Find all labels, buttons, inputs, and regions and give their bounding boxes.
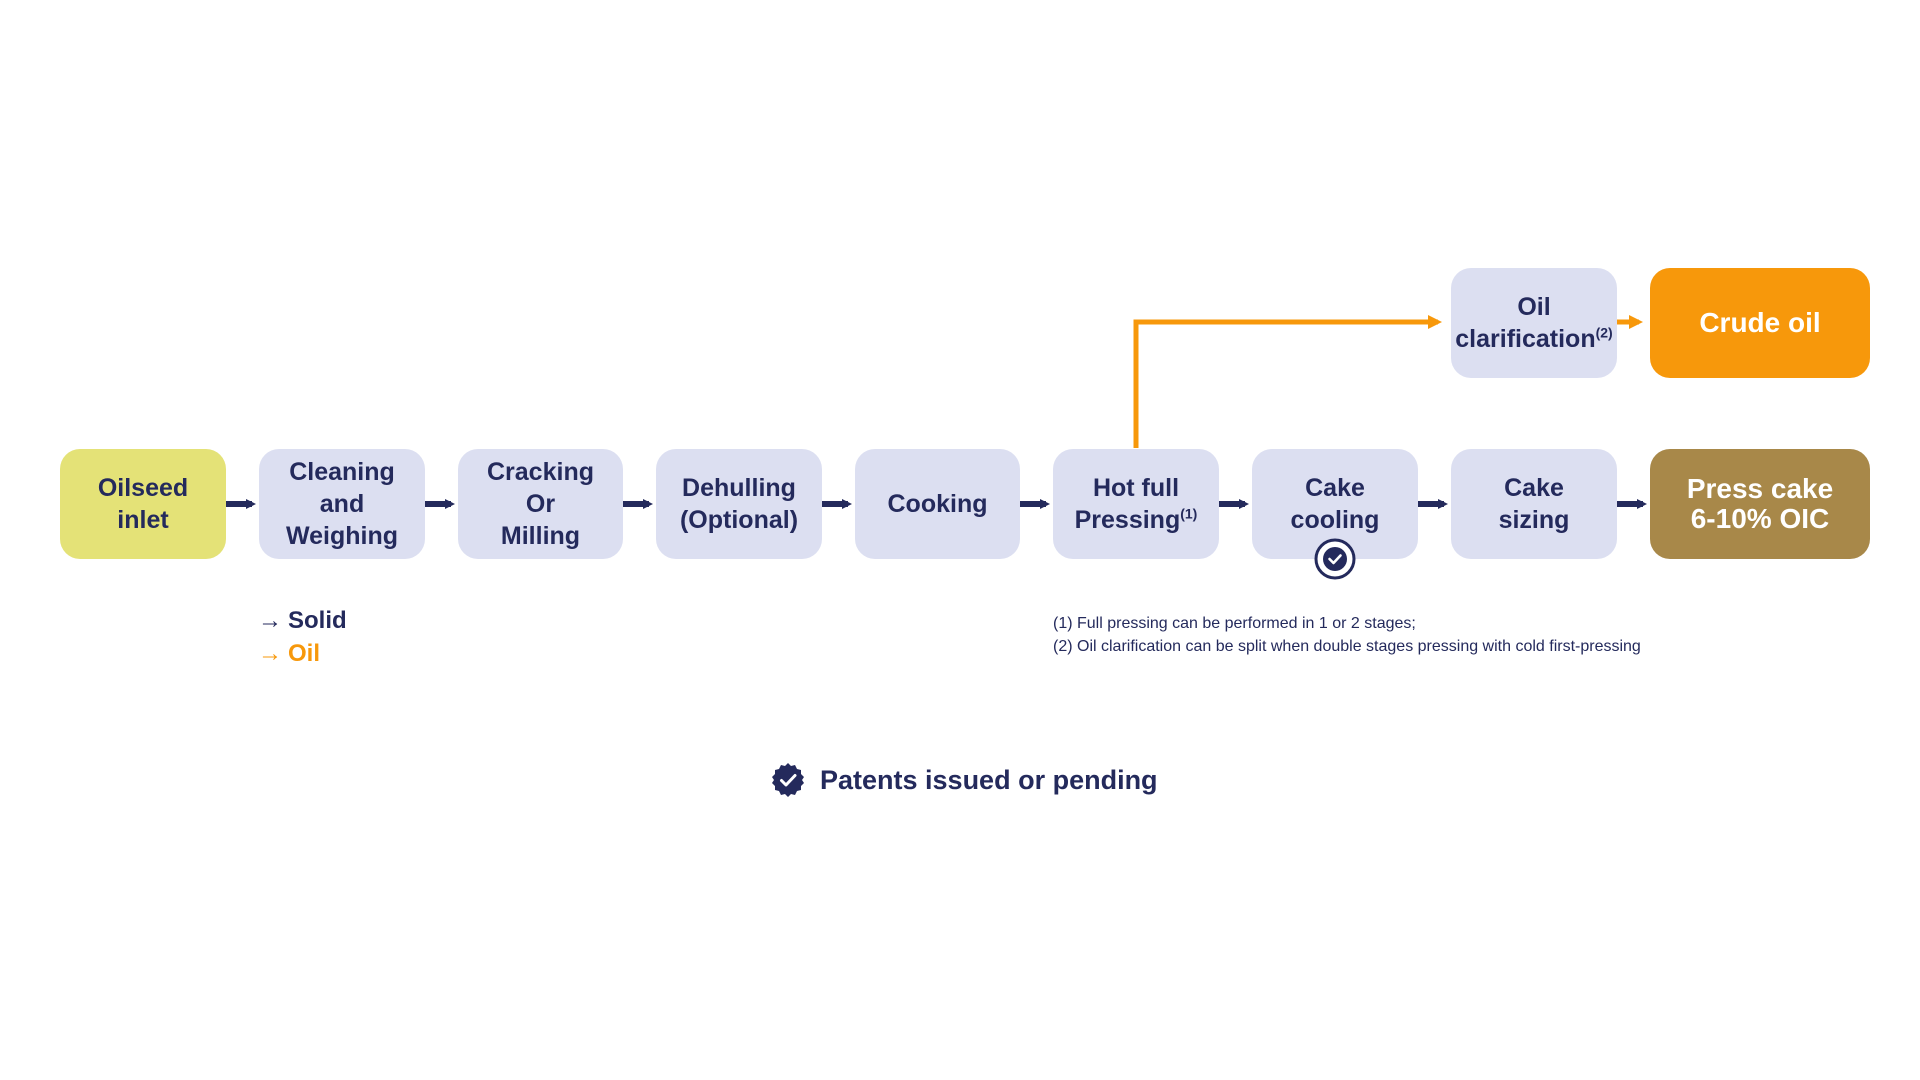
- node-label: Cracking Or Milling: [487, 458, 594, 550]
- arrow-right-icon: →: [258, 640, 282, 667]
- node-hot-full-pressing: Hot full Pressing(1): [1053, 449, 1219, 559]
- node-label: Cake cooling: [1290, 474, 1380, 534]
- node-label: Oilseed inlet: [97, 474, 189, 534]
- patent-badge-icon: [1314, 538, 1356, 580]
- check-badge-icon: [772, 763, 804, 797]
- footnote-2: (2) Oil clarification can be split when …: [1053, 638, 1641, 655]
- node-oil-clarification: Oil clarification(2): [1451, 268, 1617, 378]
- node-cooking: Cooking: [855, 449, 1020, 559]
- node-cracking-milling: Cracking Or Milling: [458, 449, 623, 559]
- clarification-line2: clarification: [1455, 325, 1596, 353]
- node-cleaning-weighing: Cleaning and Weighing: [259, 449, 425, 559]
- clarification-line1: Oil: [1517, 293, 1551, 321]
- node-label: Crude oil: [1699, 307, 1821, 338]
- legend-solid: → Solid: [258, 604, 347, 637]
- node-oilseed-inlet: Oilseed inlet: [60, 449, 226, 559]
- node-label: Hot full Pressing(1): [1075, 472, 1198, 536]
- arrow-right-icon: →: [258, 607, 282, 634]
- legend-solid-label: Solid: [288, 607, 347, 634]
- node-dehulling: Dehulling (Optional): [656, 449, 822, 559]
- legend-oil: → Oil: [258, 637, 347, 670]
- node-label: Dehulling (Optional): [679, 474, 799, 534]
- legend-oil-label: Oil: [288, 640, 321, 667]
- legend: → Solid → Oil: [258, 604, 347, 670]
- oil-line-pressing-to-clarification: [1133, 315, 1442, 448]
- node-label: Oil clarification(2): [1455, 291, 1612, 355]
- node-cake-sizing: Cake sizing: [1451, 449, 1617, 559]
- node-label: Cooking: [887, 490, 988, 518]
- footnotes: (1) Full pressing can be performed in 1 …: [1053, 612, 1641, 658]
- pressing-note-ref: (1): [1180, 505, 1198, 522]
- node-label: Cleaning and Weighing: [285, 458, 399, 550]
- node-label: Press cake 6-10% OIC: [1686, 473, 1834, 534]
- footnote-1: (1) Full pressing can be performed in 1 …: [1053, 615, 1416, 632]
- node-label: Cake sizing: [1498, 474, 1570, 534]
- node-crude-oil: Crude oil: [1650, 268, 1870, 378]
- clarification-note-ref: (2): [1595, 324, 1613, 341]
- patent-legend: Patents issued or pending: [770, 762, 1158, 798]
- node-press-cake: Press cake 6-10% OIC: [1650, 449, 1870, 559]
- patent-label: Patents issued or pending: [820, 764, 1158, 795]
- pressing-text: Hot full Pressing: [1074, 474, 1181, 534]
